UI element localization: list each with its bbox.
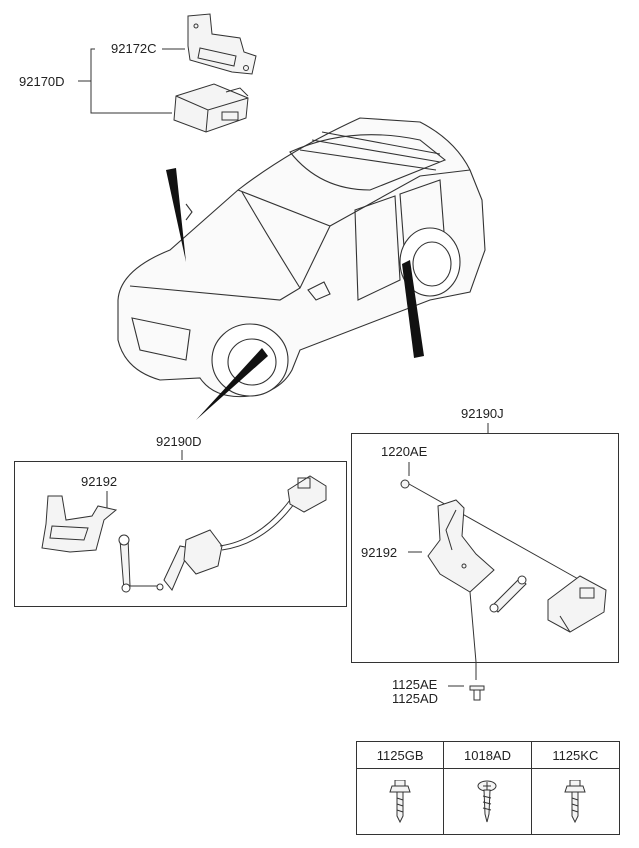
bracket-front-part [41,495,118,553]
label-92192-rear: 92192 [361,545,398,560]
label-92170D: 92170D [19,74,65,89]
leader-92170D [78,48,172,114]
label-1125AE: 1125AE [392,677,438,692]
label-92172C: 92172C [111,41,157,56]
pointer-front-sensor [196,348,268,420]
bracket-92172C-part [187,13,257,75]
label-1220AE: 1220AE [381,444,428,459]
bracket-rear-part [427,499,495,663]
label-92190J: 92190J [461,406,504,421]
rear-sensor-box [351,433,619,663]
rear-sensor-part [489,575,607,633]
table-header-1125KC: 1125KC [531,742,619,769]
label-92190D: 92190D [156,434,202,449]
module-92170D-part [173,83,249,133]
front-sensor-box [14,461,347,607]
bolt-1220AE-part [400,479,581,581]
table-header-1018AD: 1018AD [444,742,532,769]
screw-1125AE-part [469,685,485,701]
label-1125AD: 1125AD [392,691,439,706]
flange-bolt-icon [357,769,445,834]
flange-bolt-icon [532,769,619,834]
front-sensor-part [118,475,327,593]
tapping-screw-icon [444,769,532,834]
vehicle-outline [117,117,486,398]
fastener-table: 1125GB 1018AD 1125KC [356,741,620,835]
pointer-rear-sensor [402,260,424,358]
pointer-module-location [166,168,186,262]
label-92192-front: 92192 [81,474,118,489]
table-header-1125GB: 1125GB [357,742,445,769]
